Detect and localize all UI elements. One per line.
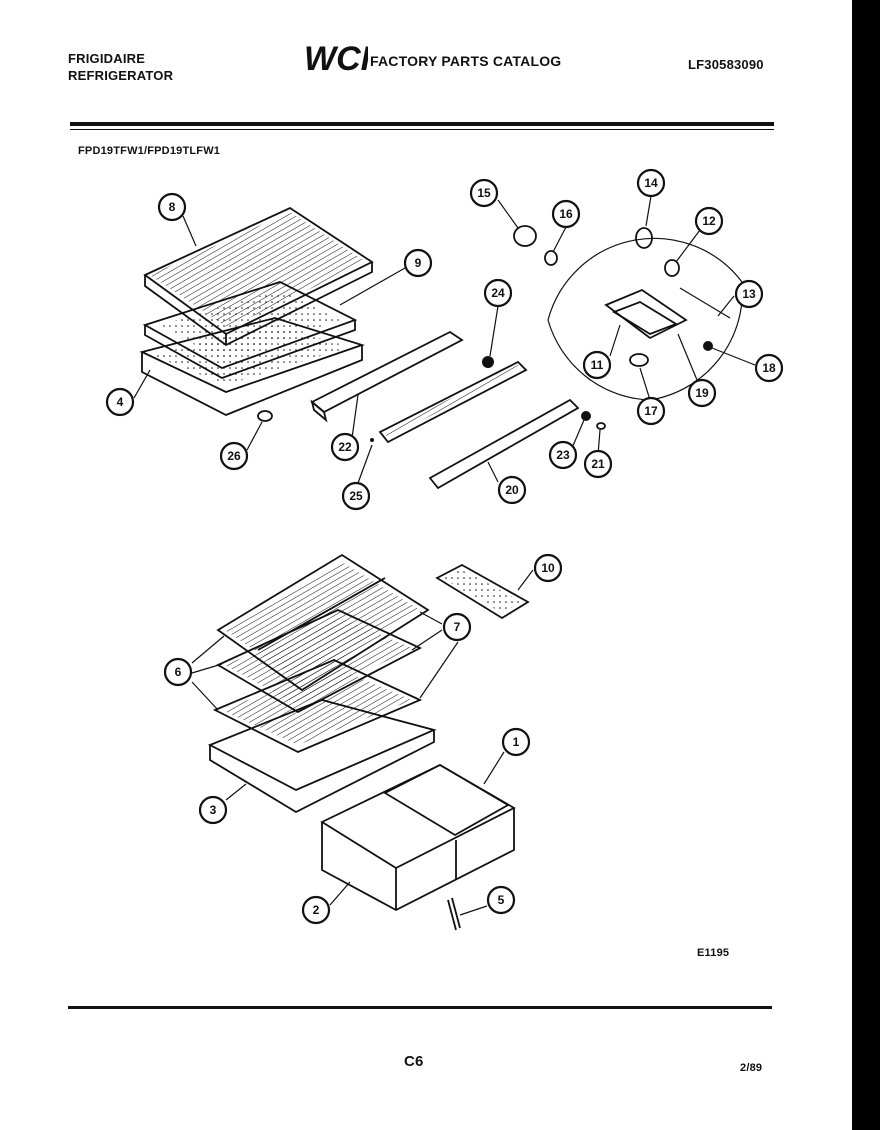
svg-text:23: 23: [556, 448, 570, 462]
document-number: LF30583090: [688, 57, 764, 72]
callout-24: 24: [483, 278, 513, 308]
svg-text:12: 12: [702, 214, 716, 228]
callout-2: 2: [301, 895, 331, 925]
svg-text:16: 16: [559, 207, 573, 221]
callout-14: 14: [636, 168, 666, 198]
svg-text:8: 8: [169, 200, 176, 214]
catalog-page: FRIGIDAIRE REFRIGERATOR WCI FACTORY PART…: [0, 0, 852, 1130]
wci-logo: WCI: [304, 40, 368, 74]
exploded-parts-diagram: 8 9 4 26 22 24 25 20 23 21 15 16 14 12 1…: [105, 168, 784, 931]
svg-text:9: 9: [415, 256, 422, 270]
crisper-pans: [320, 763, 516, 912]
callout-15: 15: [469, 178, 499, 208]
callout-9: 9: [403, 248, 433, 278]
catalog-title: FACTORY PARTS CATALOG: [370, 53, 562, 69]
channel-rail: [378, 360, 528, 444]
callout-12: 12: [694, 206, 724, 236]
svg-text:15: 15: [477, 186, 491, 200]
callout-23: 23: [548, 440, 578, 470]
callout-26: 26: [219, 441, 249, 471]
svg-text:20: 20: [505, 483, 519, 497]
product-type: REFRIGERATOR: [68, 68, 174, 83]
fresh-food-shelf-3: [212, 659, 423, 753]
svg-text:22: 22: [338, 440, 352, 454]
crisper-cover-frame: [207, 699, 437, 814]
callout-8: 8: [157, 192, 187, 222]
rail-20: [428, 398, 580, 490]
svg-text:19: 19: [695, 386, 709, 400]
callout-19: 19: [687, 378, 717, 408]
callout-6: 6: [163, 657, 193, 687]
wci-logo-text: WCI: [304, 40, 368, 74]
svg-text:25: 25: [349, 489, 363, 503]
freezer-shelf-pan: [139, 317, 365, 416]
egg-tray: [435, 563, 530, 620]
callout-11: 11: [582, 350, 612, 380]
svg-text:5: 5: [498, 893, 505, 907]
callout-17: 17: [636, 396, 666, 426]
svg-text:14: 14: [644, 176, 658, 190]
callout-3: 3: [198, 795, 228, 825]
svg-text:26: 26: [227, 449, 241, 463]
svg-text:10: 10: [541, 561, 555, 575]
callout-4: 4: [105, 387, 135, 417]
svg-text:11: 11: [591, 358, 604, 372]
svg-text:4: 4: [117, 395, 124, 409]
figure-code: E1195: [697, 947, 730, 959]
callout-16: 16: [551, 199, 581, 229]
svg-text:18: 18: [762, 361, 776, 375]
page-number: C6: [404, 1053, 424, 1070]
svg-text:1: 1: [513, 735, 520, 749]
svg-text:3: 3: [210, 803, 217, 817]
callout-25: 25: [341, 481, 371, 511]
small-parts: [370, 356, 606, 442]
rail-22: [310, 330, 464, 423]
crisper-divider-5: [447, 897, 461, 931]
brand-name: FRIGIDAIRE: [68, 51, 146, 66]
callout-13: 13: [734, 279, 764, 309]
revision-date: 2/89: [740, 1062, 763, 1074]
light-assembly-detail: [513, 225, 744, 401]
leader-lines: [133, 195, 756, 916]
callout-5: 5: [486, 885, 516, 915]
svg-text:6: 6: [175, 665, 182, 679]
callout-10: 10: [533, 553, 563, 583]
callout-22: 22: [330, 432, 360, 462]
svg-text:7: 7: [454, 620, 461, 634]
callout-7: 7: [442, 612, 472, 642]
header-rule: [70, 122, 774, 126]
model-numbers: FPD19TFW1/FPD19TLFW1: [78, 145, 221, 157]
svg-text:17: 17: [644, 404, 658, 418]
svg-text:13: 13: [742, 287, 756, 301]
footer-rule: [68, 1006, 772, 1009]
svg-text:24: 24: [491, 286, 505, 300]
svg-text:21: 21: [591, 457, 605, 471]
callout-18: 18: [754, 353, 784, 383]
part-26-knob: [257, 410, 273, 422]
callout-20: 20: [497, 475, 527, 505]
svg-text:2: 2: [313, 903, 320, 917]
callout-21: 21: [583, 449, 613, 479]
header-rule-thin: [70, 129, 774, 130]
callout-1: 1: [501, 727, 531, 757]
